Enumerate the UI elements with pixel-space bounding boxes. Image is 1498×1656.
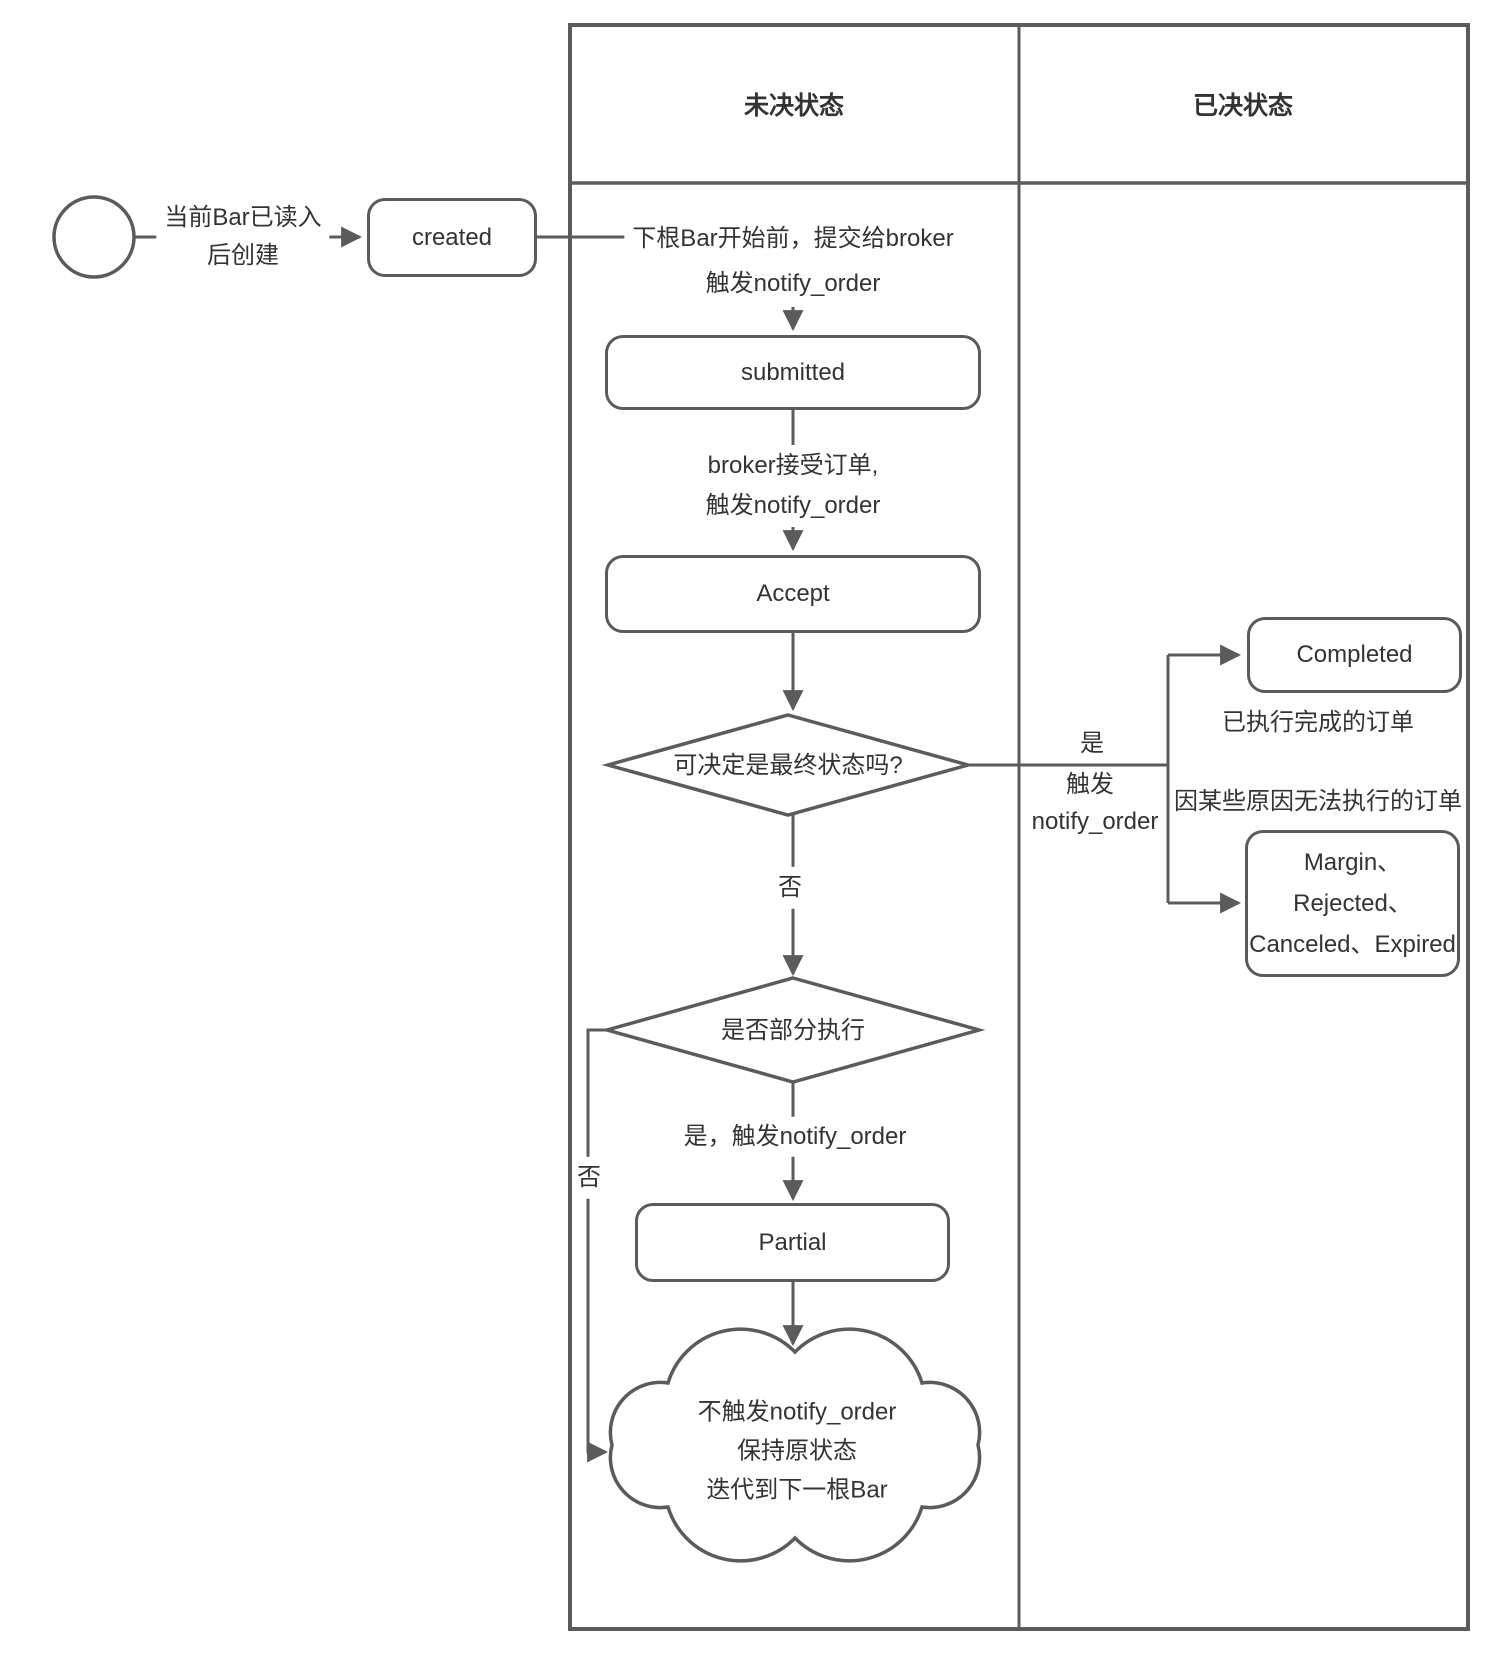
node-created: created xyxy=(367,198,537,277)
swimlane-table xyxy=(568,23,1470,1631)
start-edge-label: 当前Bar已读入 后创建 xyxy=(156,198,330,276)
note-completed: 已执行完成的订单 xyxy=(1222,708,1414,736)
edge-label-no2: 否 xyxy=(574,1156,604,1200)
node-submitted: submitted xyxy=(605,335,981,410)
start-edge-label-line2: 后创建 xyxy=(206,242,279,269)
node-final-group-line3: Canceled、Expired xyxy=(1249,931,1456,958)
edge-label-submitted-to-accept-line2: 触发notify_order xyxy=(705,492,881,519)
edge-label-created-to-submitted-line2: 触发notify_order xyxy=(705,270,881,297)
node-completed: Completed xyxy=(1247,617,1462,693)
edge-label-yes: 是 xyxy=(1080,729,1104,757)
edge-label-submitted-to-accept-line1: broker接受订单, xyxy=(707,452,879,479)
node-final-group-line2: Rejected、 xyxy=(1293,890,1412,917)
node-final-group: Margin、 Rejected、 Canceled、Expired xyxy=(1245,830,1460,977)
cloud-text-line3: 迭代到下一根Bar xyxy=(706,1476,888,1504)
start-edge-label-line1: 当前Bar已读入 xyxy=(164,204,322,231)
edge-label-created-to-submitted-line1: 下根Bar开始前，提交给broker xyxy=(632,225,954,252)
column-header-decided: 已决状态 xyxy=(1192,92,1294,120)
note-final: 因某些原因无法执行的订单 xyxy=(1174,787,1462,815)
node-accept: Accept xyxy=(605,555,981,633)
node-final-group-line1: Margin、 xyxy=(1303,849,1402,876)
node-partial: Partial xyxy=(635,1203,950,1282)
decision-is-partial-label: 是否部分执行 xyxy=(721,1016,865,1044)
cloud-text-line1: 不触发notify_order xyxy=(697,1398,897,1426)
edge-label-yes-partial: 是，触发notify_order xyxy=(675,1116,915,1158)
edge-label-yes-trigger-line2: notify_order xyxy=(1031,807,1159,835)
decision-diamond-is-final xyxy=(601,713,975,817)
cloud-text: 不触发notify_order 保持原状态 迭代到下一根Bar xyxy=(698,1393,897,1510)
decision-diamond-is-partial xyxy=(600,976,986,1084)
edge-label-yes-trigger-line1: 触发 xyxy=(1066,770,1114,798)
edge-label-created-to-submitted: 下根Bar开始前，提交给broker 触发notify_order xyxy=(624,215,962,307)
start-state-circle xyxy=(52,195,136,279)
column-header-pending: 未决状态 xyxy=(743,92,845,120)
connector-decision2-no xyxy=(586,1028,609,1463)
cloud-text-line2: 保持原状态 xyxy=(737,1437,857,1465)
edge-label-submitted-to-accept: broker接受订单, 触发notify_order xyxy=(697,445,889,527)
cloud-keep-state xyxy=(608,1327,982,1563)
decision-is-final-label: 可决定是最终状态吗? xyxy=(673,751,903,779)
edge-label-no1: 否 xyxy=(772,866,808,910)
